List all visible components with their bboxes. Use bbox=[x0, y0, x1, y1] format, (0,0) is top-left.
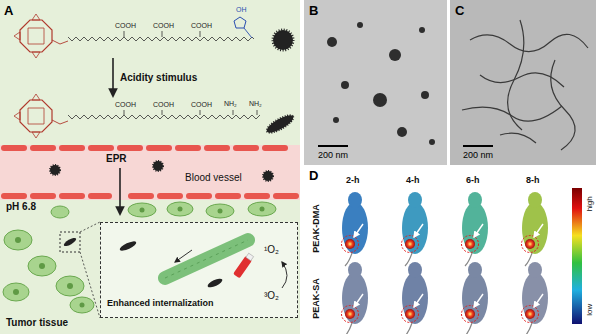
panel-letter: A bbox=[4, 3, 13, 19]
node-text: EPR bbox=[106, 153, 127, 165]
time-label: 4-h bbox=[406, 175, 420, 186]
chem-group: NH₂ bbox=[224, 100, 237, 108]
row-label: PEAK-DMA bbox=[311, 204, 322, 253]
row-label: PEAK-SA bbox=[311, 278, 322, 319]
chem-group: NH₂ bbox=[249, 100, 262, 108]
ph-label: pH 6.8 bbox=[6, 201, 36, 213]
species-label: ³O₂ bbox=[264, 290, 279, 302]
scale-bar-label: 200 nm bbox=[318, 150, 348, 161]
time-label: 6-h bbox=[466, 175, 480, 186]
inset-box: Enhanced internalization bbox=[100, 222, 298, 318]
chem-group: OH bbox=[236, 6, 247, 14]
panel-letter: B bbox=[309, 3, 318, 19]
chem-group: COOH bbox=[115, 101, 136, 109]
chem-group: COOH bbox=[153, 22, 174, 30]
region-label: Tumor tissue bbox=[6, 317, 68, 329]
panel-letter: D bbox=[309, 168, 318, 184]
chem-group: COOH bbox=[191, 22, 212, 30]
species-label: ¹O₂ bbox=[264, 244, 279, 256]
scale-label: high bbox=[585, 196, 595, 211]
stimulus-label: Acidity stimulus bbox=[120, 72, 197, 84]
chem-group: COOH bbox=[115, 22, 136, 30]
scale-label: low bbox=[585, 304, 595, 316]
time-label: 2-h bbox=[346, 175, 360, 186]
chem-group: COOH bbox=[191, 101, 212, 109]
time-label: 8-h bbox=[526, 175, 540, 186]
node-text: Enhanced internalization bbox=[107, 298, 214, 309]
node-text: Blood vessel bbox=[185, 172, 242, 184]
vessel-band: EPR Blood vessel bbox=[0, 145, 300, 200]
panel-letter: C bbox=[455, 3, 464, 19]
chem-group: COOH bbox=[153, 101, 174, 109]
scale-bar-label: 200 nm bbox=[463, 150, 493, 161]
